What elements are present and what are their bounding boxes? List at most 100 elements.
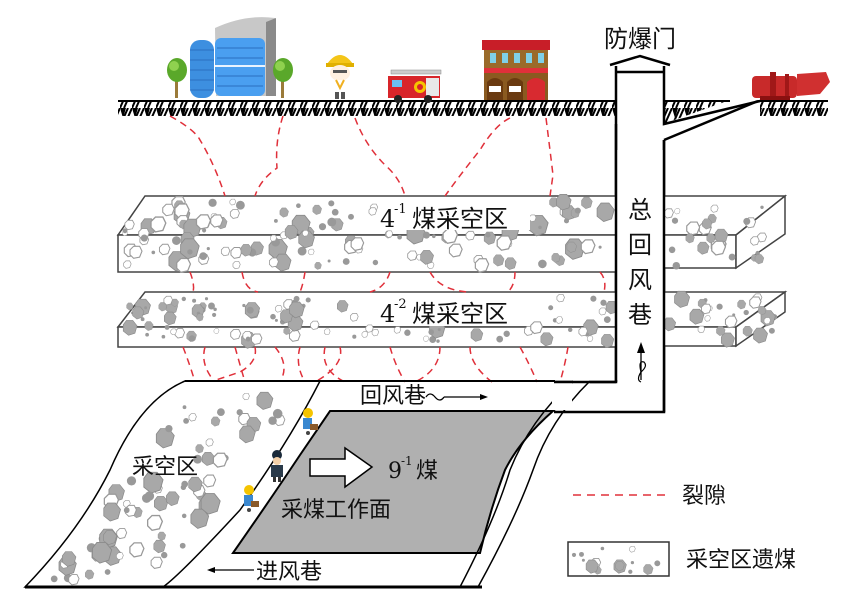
rubble-particle (166, 491, 180, 506)
working-face-label: 采煤工作面 (281, 498, 391, 523)
rubble-particle (596, 202, 615, 222)
rubble-particle (104, 569, 111, 575)
rubble-particle (195, 214, 212, 230)
rubble-particle (212, 312, 217, 317)
rubble-particle (579, 551, 584, 557)
rubble-particle (229, 208, 240, 219)
rubble-particle (289, 301, 305, 319)
rubble-particle (470, 328, 484, 342)
rubble-particle (578, 327, 588, 337)
rubble-particle (270, 313, 276, 320)
rubble-particle (122, 320, 138, 336)
rubble-particle (600, 299, 607, 306)
rubble-particle (180, 238, 200, 260)
goaf-4-1-text: 煤采空区 (412, 205, 508, 233)
rubble-particle (129, 542, 145, 558)
rubble-particle (697, 325, 706, 334)
rubble-particle (212, 452, 228, 468)
rubble-particle (643, 564, 654, 575)
rubble-particle (293, 295, 300, 302)
rubble-particle (701, 303, 712, 315)
rubble-particle (196, 313, 204, 322)
rubble-particle (763, 317, 771, 325)
rubble-particle (485, 232, 491, 238)
rubble-particle (220, 246, 231, 257)
rubble-particle (116, 528, 128, 540)
rubble-particle (123, 507, 130, 514)
rubble-particle (91, 541, 113, 564)
rubble-particle (203, 474, 217, 488)
rubble-particle (124, 219, 135, 231)
rubble-particle (337, 300, 349, 313)
rubble-particle (123, 260, 132, 269)
rubble-particle (663, 208, 674, 219)
rubble-particle (615, 561, 625, 571)
rubble-particle (737, 299, 747, 310)
rubble-particle (205, 438, 214, 447)
rubble-particle (150, 556, 163, 569)
rubble-particle (85, 569, 95, 580)
rubble-particle (728, 253, 736, 261)
rubble-particle (590, 295, 597, 302)
rubble-particle (270, 234, 277, 242)
rubble-particle (188, 335, 196, 342)
rubble-particle (164, 311, 177, 326)
rubble-particle (195, 444, 204, 454)
legend-label-fracture: 裂隙 (682, 484, 726, 509)
rubble-particle (342, 258, 350, 265)
rubble-particle (350, 237, 365, 251)
rubble-particle (672, 261, 681, 270)
rubble-particle (563, 218, 570, 224)
tree-icon (167, 58, 187, 98)
coal-9-1-text: 煤 (416, 459, 438, 484)
rubble-particle (181, 480, 189, 488)
rubble-particle (742, 326, 753, 337)
rubble-particle (150, 216, 167, 233)
goaf-4-2-text: 煤采空区 (412, 300, 508, 328)
rubble-particle (172, 236, 181, 245)
legend: 裂隙 采空区遗煤 (567, 484, 796, 577)
goaf-label-4-2: 4 -2 煤采空区 (380, 296, 530, 328)
rubble-particle (187, 249, 193, 255)
rubble-particle (397, 234, 402, 240)
rubble-particle (103, 530, 117, 546)
coal-9-1-superscript: -1 (401, 454, 413, 468)
rubble-particle (116, 552, 124, 560)
rubble-particle (689, 308, 705, 325)
rubble-particle (199, 252, 208, 260)
rubble-particle (754, 254, 765, 265)
rubble-particle (574, 207, 581, 214)
rubble-particle (674, 290, 690, 308)
rubble-particle (567, 327, 573, 333)
rubble-particle (630, 560, 635, 565)
return-airway-label: 回风巷 (360, 384, 426, 409)
rubble-particle (240, 244, 253, 257)
supervisor-icon (271, 450, 283, 482)
rubble-particle (571, 552, 577, 557)
rubble-particle (368, 207, 377, 216)
rubble-particle (654, 560, 661, 567)
rubble-particle (603, 316, 611, 323)
rubble-particle (548, 305, 554, 311)
rubble-particle (760, 205, 764, 210)
rubble-particle (251, 333, 263, 345)
rubble-particle (273, 218, 278, 223)
rubble-particle (474, 258, 490, 273)
miner-icon (244, 485, 259, 512)
rubble-particle (428, 329, 434, 335)
rubble-particle (407, 250, 418, 261)
shaft-char-1: 总 (628, 196, 652, 224)
goaf-area (23, 380, 322, 588)
rubble-particle (540, 332, 554, 347)
rubble-particle (716, 303, 723, 310)
ground-surface (118, 100, 828, 124)
rubble-particle (350, 313, 359, 322)
rubble-particle (749, 296, 762, 309)
rubble-particle (704, 315, 711, 322)
blast-door-label: 防爆门 (604, 25, 676, 53)
rubble-particle (140, 234, 148, 242)
rubble-particle (328, 200, 335, 207)
rubble-particle (361, 331, 369, 338)
